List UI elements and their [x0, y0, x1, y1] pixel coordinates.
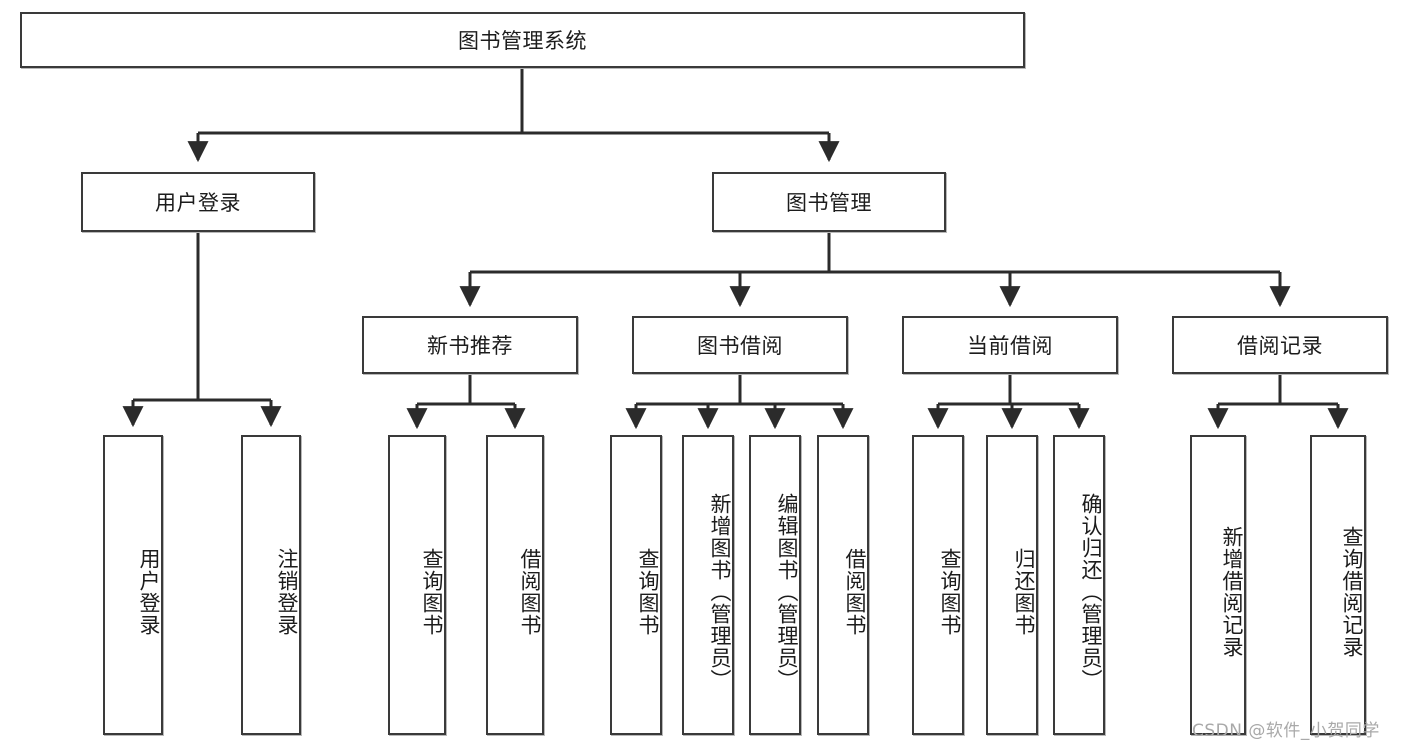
- node-leaf-add-book-admin[interactable]: 新增图书（管理员）: [682, 435, 734, 735]
- node-new-book-recommend-label: 新书推荐: [427, 334, 513, 358]
- node-borrow-record[interactable]: 借阅记录: [1172, 316, 1388, 374]
- node-leaf-logout-label: 注销登录: [275, 548, 299, 636]
- node-book-borrow[interactable]: 图书借阅: [632, 316, 848, 374]
- node-book-manage-label: 图书管理: [786, 191, 872, 215]
- node-current-borrow-label: 当前借阅: [967, 334, 1053, 358]
- node-current-borrow[interactable]: 当前借阅: [902, 316, 1118, 374]
- node-leaf-add-borrow-record-label: 新增借阅记录: [1220, 526, 1244, 658]
- node-leaf-confirm-return-admin[interactable]: 确认归还（管理员）: [1053, 435, 1105, 735]
- node-leaf-user-login[interactable]: 用户登录: [103, 435, 163, 735]
- node-user-login[interactable]: 用户登录: [81, 172, 315, 232]
- node-leaf-query-book-borrow[interactable]: 查询图书: [610, 435, 662, 735]
- node-root[interactable]: 图书管理系统: [20, 12, 1025, 68]
- node-leaf-query-book-borrow-label: 查询图书: [636, 548, 660, 636]
- node-leaf-confirm-return-admin-label: 确认归还（管理员）: [1079, 493, 1103, 691]
- node-leaf-query-borrow-record[interactable]: 查询借阅记录: [1310, 435, 1366, 735]
- node-book-manage[interactable]: 图书管理: [712, 172, 946, 232]
- node-leaf-query-book-cur-label: 查询图书: [938, 548, 962, 636]
- node-leaf-logout[interactable]: 注销登录: [241, 435, 301, 735]
- node-leaf-user-login-label: 用户登录: [137, 548, 161, 636]
- node-leaf-query-book-cur[interactable]: 查询图书: [912, 435, 964, 735]
- node-leaf-edit-book-admin[interactable]: 编辑图书（管理员）: [749, 435, 801, 735]
- node-leaf-edit-book-admin-label: 编辑图书（管理员）: [775, 493, 799, 691]
- node-leaf-borrow-book-label: 借阅图书: [843, 548, 867, 636]
- node-leaf-return-book-label: 归还图书: [1012, 548, 1036, 636]
- watermark: CSDN @软件_小贺同学: [1192, 721, 1380, 741]
- node-leaf-borrow-book-rec[interactable]: 借阅图书: [486, 435, 544, 735]
- node-new-book-recommend[interactable]: 新书推荐: [362, 316, 578, 374]
- node-leaf-borrow-book-rec-label: 借阅图书: [518, 548, 542, 636]
- node-leaf-return-book[interactable]: 归还图书: [986, 435, 1038, 735]
- node-book-borrow-label: 图书借阅: [697, 334, 783, 358]
- node-borrow-record-label: 借阅记录: [1237, 334, 1323, 358]
- node-user-login-label: 用户登录: [155, 191, 241, 215]
- node-leaf-query-book-rec[interactable]: 查询图书: [388, 435, 446, 735]
- node-root-label: 图书管理系统: [458, 29, 587, 53]
- node-leaf-add-borrow-record[interactable]: 新增借阅记录: [1190, 435, 1246, 735]
- node-leaf-query-borrow-record-label: 查询借阅记录: [1340, 526, 1364, 658]
- node-leaf-query-book-rec-label: 查询图书: [420, 548, 444, 636]
- node-leaf-borrow-book[interactable]: 借阅图书: [817, 435, 869, 735]
- node-leaf-add-book-admin-label: 新增图书（管理员）: [708, 493, 732, 691]
